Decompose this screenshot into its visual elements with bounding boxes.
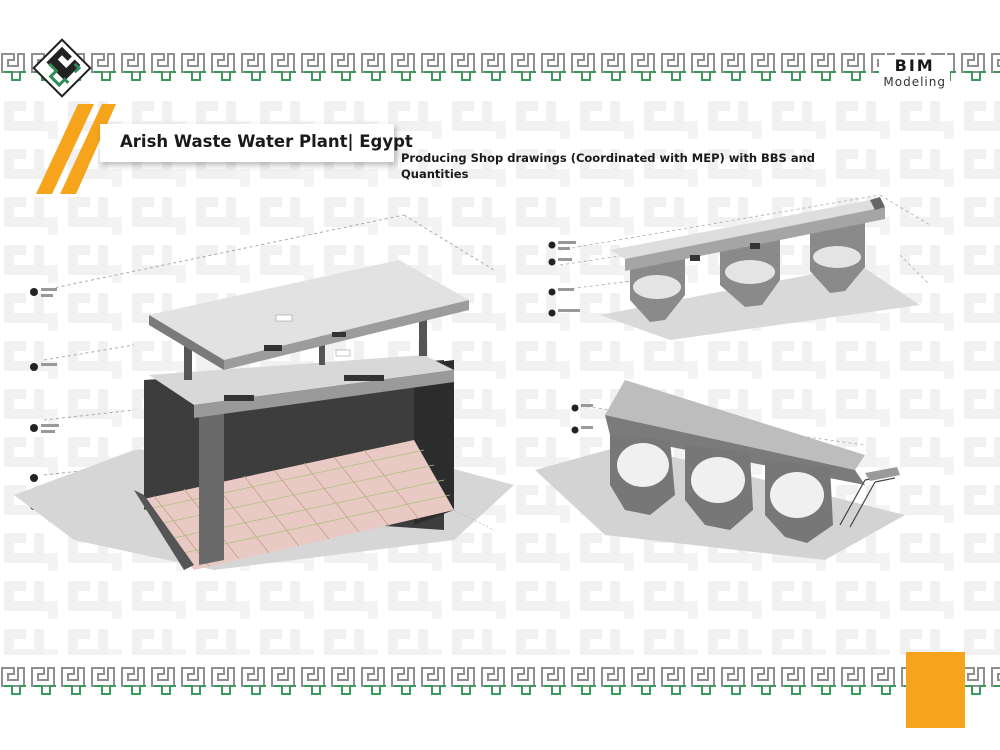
title-banner: Arish Waste Water Plant| Egypt (100, 124, 413, 162)
page-title: Arish Waste Water Plant| Egypt (120, 132, 413, 151)
level-marker-icon (30, 288, 38, 510)
page-subtitle: Producing Shop drawings (Coordinated wit… (401, 151, 816, 181)
conical-tanks-view (540, 195, 940, 345)
brand-line-1: BIM (894, 56, 935, 75)
brand-line-2: Modeling (883, 75, 946, 89)
top-ornament-band (0, 50, 1000, 84)
brand-label: BIM Modeling (879, 55, 950, 91)
kufic-logo-icon (32, 38, 92, 98)
accent-block (906, 652, 965, 728)
tank-3d-view (14, 210, 514, 580)
long-section-view (535, 375, 915, 565)
bottom-ornament-band (0, 664, 1000, 698)
